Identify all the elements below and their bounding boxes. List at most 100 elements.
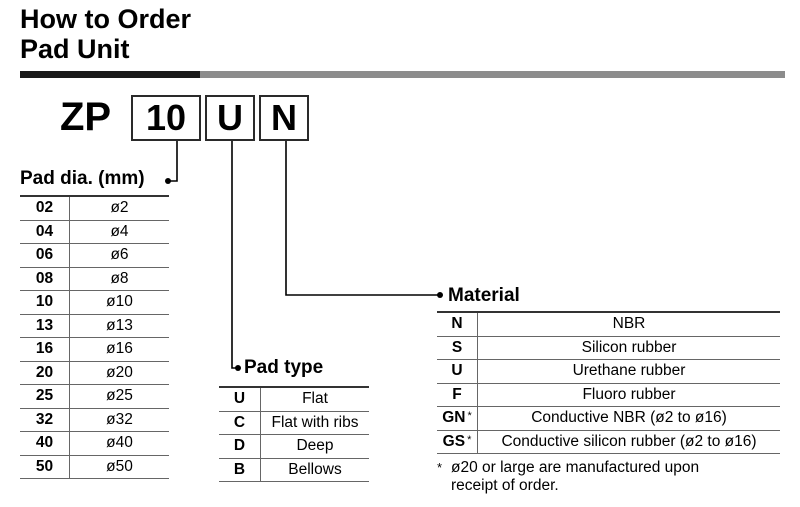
leader-dot-pad-type (235, 365, 241, 371)
pad-dia-code: 08 (20, 267, 70, 291)
material-value: NBR (477, 311, 780, 337)
page-title: How to Order Pad Unit (20, 4, 191, 64)
material-code: N (437, 311, 478, 337)
leader-line-pad-dia (168, 141, 178, 182)
pad-dia-value: ø32 (69, 408, 169, 432)
material-code: S (437, 336, 478, 360)
pad-dia-value: ø8 (69, 267, 169, 291)
pad-dia-row: 04 ø4 (20, 220, 169, 244)
pad-dia-code: 20 (20, 361, 70, 385)
pad-dia-value: ø6 (69, 243, 169, 268)
pad-type-row: C Flat with ribs (219, 411, 369, 435)
pad-dia-code-text: 40 (35, 434, 54, 452)
title-line-1: How to Order (20, 4, 192, 34)
pad-dia-code-text: 06 (35, 246, 54, 264)
pad-type-code-text: D (233, 437, 246, 455)
pad-dia-value: ø2 (69, 195, 169, 221)
model-prefix: ZP (60, 95, 112, 139)
material-heading: Material (448, 285, 520, 306)
material-asterisk: * (467, 410, 472, 423)
material-value: Silicon rubber (477, 336, 780, 360)
leader-dot-material (437, 292, 443, 298)
pad-type-code: C (219, 411, 261, 435)
pad-dia-code: 04 (20, 220, 70, 244)
pad-dia-value: ø4 (69, 220, 169, 244)
pad-type-code-text: B (233, 460, 246, 478)
pad-dia-row: 16 ø16 (20, 337, 169, 362)
pad-type-code: U (219, 386, 261, 412)
pad-dia-code: 10 (20, 290, 70, 315)
pad-type-value: Deep (260, 434, 369, 459)
note-line-1: ø20 or large are manufactured upon (451, 459, 700, 476)
model-code-box-type: U (205, 95, 255, 141)
leader-line-material (285, 141, 440, 296)
pad-dia-value: ø20 (69, 361, 169, 385)
pad-dia-code: 50 (20, 455, 70, 479)
pad-dia-code-text: 16 (35, 340, 54, 358)
model-code-box-dia: 10 (131, 95, 201, 141)
pad-dia-code: 06 (20, 243, 70, 268)
material-code-text: N (451, 315, 463, 333)
material-code-text: U (451, 362, 463, 380)
pad-dia-code-text: 32 (35, 410, 54, 428)
title-line-2: Pad Unit (20, 34, 130, 64)
material-row: S Silicon rubber (437, 336, 780, 360)
material-code-text: F (452, 385, 462, 403)
material-code-text: S (451, 338, 463, 356)
material-row: GN* Conductive NBR (ø2 to ø16) (437, 406, 780, 431)
note-asterisk: * (437, 460, 443, 475)
pad-dia-code-text: 02 (35, 199, 54, 217)
material-code: F (437, 383, 478, 407)
material-value: Conductive silicon rubber (ø2 to ø16) (477, 430, 780, 454)
pad-type-code-text: C (233, 413, 246, 431)
material-asterisk: * (467, 433, 472, 446)
pad-dia-value: ø10 (69, 290, 169, 315)
pad-type-heading: Pad type (244, 357, 324, 378)
pad-dia-code-text: 13 (35, 316, 54, 334)
pad-dia-row: 50 ø50 (20, 455, 169, 479)
leader-dot-pad-dia (165, 178, 171, 184)
material-code-text: GS (442, 432, 466, 450)
material-value: Conductive NBR (ø2 to ø16) (477, 406, 780, 431)
pad-dia-code-text: 04 (35, 222, 54, 240)
pad-type-value: Flat with ribs (260, 411, 369, 435)
material-row: N NBR (437, 311, 780, 337)
pad-type-code: B (219, 458, 261, 482)
pad-dia-code-text: 08 (35, 269, 54, 287)
order-note: *ø20 or large are manufactured upon rece… (437, 459, 699, 495)
pad-dia-heading: Pad dia. (mm) (20, 168, 145, 189)
material-code-text: GN (442, 409, 466, 427)
pad-dia-code: 25 (20, 384, 70, 409)
model-code-box-material: N (259, 95, 309, 141)
pad-type-value: Bellows (260, 458, 369, 482)
pad-dia-value: ø16 (69, 337, 169, 362)
pad-type-row: D Deep (219, 434, 369, 459)
pad-dia-code: 32 (20, 408, 70, 432)
pad-type-code-text: U (233, 390, 246, 408)
pad-type-code: D (219, 434, 261, 459)
pad-dia-code-text: 50 (35, 457, 54, 475)
material-code: GS* (437, 430, 478, 454)
title-rule-gray (200, 71, 785, 78)
title-rule-dark (20, 71, 200, 78)
pad-dia-code: 02 (20, 195, 70, 221)
pad-dia-code-text: 25 (35, 387, 54, 405)
pad-dia-value: ø25 (69, 384, 169, 409)
pad-dia-row: 08 ø8 (20, 267, 169, 291)
pad-dia-row: 06 ø6 (20, 243, 169, 268)
pad-dia-value: ø50 (69, 455, 169, 479)
pad-dia-code: 40 (20, 431, 70, 456)
pad-dia-row: 25 ø25 (20, 384, 169, 409)
material-row: GS*Conductive silicon rubber (ø2 to ø16) (437, 430, 780, 454)
pad-dia-code: 16 (20, 337, 70, 362)
leader-line-pad-type (231, 141, 238, 369)
